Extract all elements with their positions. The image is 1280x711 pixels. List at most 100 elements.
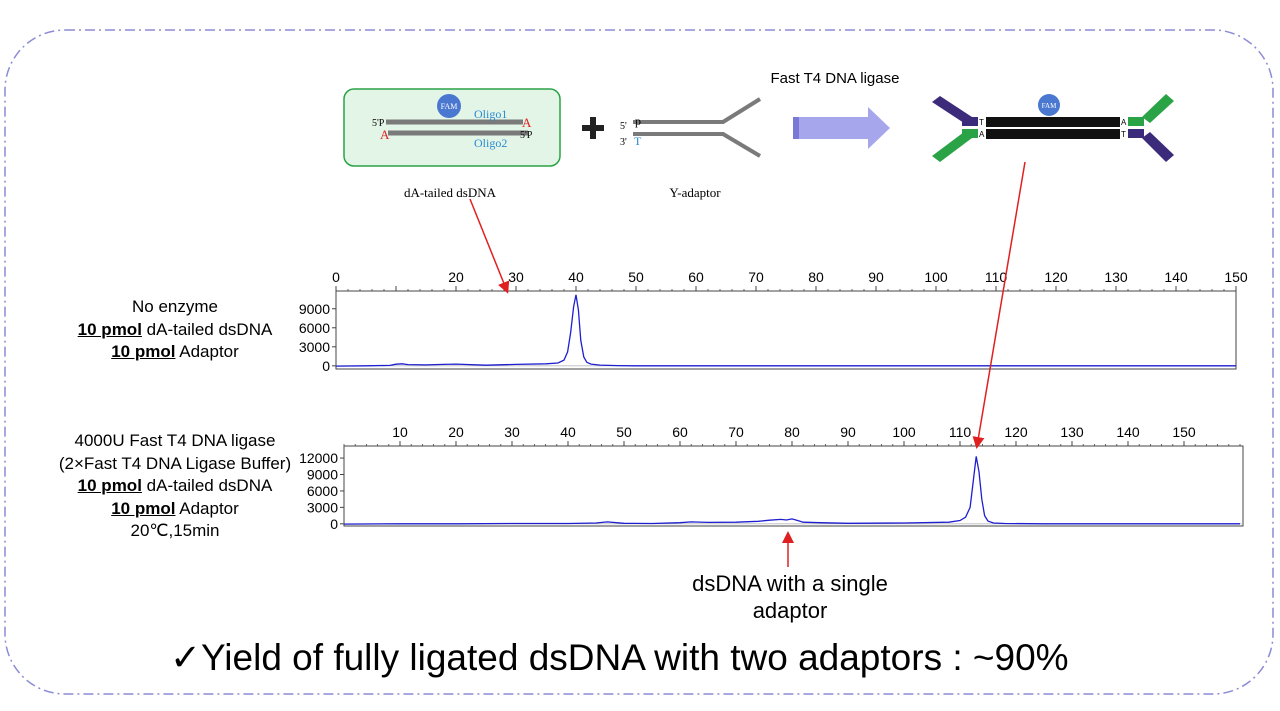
ligase-title: Fast T4 DNA ligase: [770, 70, 900, 87]
y-tick-label: 9000: [307, 466, 338, 482]
x-tick-label: 120: [1044, 269, 1068, 285]
condition-bottom-line5: 20℃,15min: [130, 521, 220, 540]
reaction-arrow-icon: [793, 107, 890, 149]
ligation-schematic: FAM Oligo1 Oligo2 5'P A A 5'P dA-tailed …: [343, 88, 1174, 200]
x-tick-label: 30: [504, 424, 520, 440]
condition-top: No enzyme 10 pmol dA-tailed dsDNA 10 pmo…: [40, 296, 310, 364]
product-a-right: A: [1121, 118, 1127, 127]
x-tick-label: 40: [568, 269, 584, 285]
product-bottom-strand: [986, 129, 1120, 139]
x-tick-label: 40: [560, 424, 576, 440]
condition-top-line1: No enzyme: [132, 297, 218, 316]
fam-marker: [437, 94, 461, 118]
y-tick-label: 0: [330, 516, 338, 532]
y-tick-label: 0: [322, 358, 330, 374]
y-tick-label: 12000: [299, 450, 338, 466]
product-top-strand: [986, 117, 1120, 127]
annotation-line1: dsDNA with a single: [692, 571, 888, 596]
dashed-border: [4, 29, 1274, 695]
condition-bottom-line4: 10 pmol Adaptor: [20, 498, 330, 521]
x-tick-label: 110: [985, 269, 1008, 285]
yadaptor-top-arm: [721, 97, 762, 124]
product-left-top-arm: [932, 96, 972, 123]
condition-top-line3: 10 pmol Adaptor: [40, 341, 310, 364]
product-left-bottom-stub: [962, 129, 978, 138]
condition-top-text1: dA-tailed dsDNA: [141, 319, 273, 339]
x-tick-label: 80: [808, 269, 824, 285]
x-tick-label: 90: [868, 269, 884, 285]
condition-bottom-amount1: 10 pmol: [77, 476, 142, 495]
x-tick-label: 80: [784, 424, 800, 440]
y-tick-label: 9000: [299, 301, 330, 317]
product-left-top-stub: [962, 117, 978, 126]
dsdna-5p-left: 5'P: [372, 118, 385, 129]
yadaptor-caption: Y-adaptor: [669, 185, 721, 200]
product-a-left: A: [979, 130, 985, 139]
x-tick-label: 50: [616, 424, 632, 440]
x-tick-label: 60: [688, 269, 704, 285]
x-tick-label: 20: [448, 424, 464, 440]
dsdna-box: [343, 88, 561, 167]
x-tick-label: 50: [628, 269, 644, 285]
condition-top-text2: Adaptor: [175, 342, 239, 361]
yadaptor-3prime: 3': [620, 137, 627, 148]
x-tick-label: 20: [448, 269, 464, 285]
condition-bottom-text1: dA-tailed dsDNA: [141, 476, 273, 495]
reaction-arrow-tail: [793, 117, 799, 139]
dsdna-5p-right: 5'P: [520, 130, 533, 141]
x-tick-label: 70: [728, 424, 744, 440]
x-tick-label: 150: [1224, 269, 1248, 285]
yadaptor-p: p: [635, 114, 641, 128]
x-tick-label: 140: [1116, 424, 1140, 440]
yadaptor-5prime: 5': [620, 121, 627, 132]
x-tick-label: 30: [508, 269, 524, 285]
x-tick-label: 100: [892, 424, 916, 440]
oligo2-label: Oligo2: [474, 136, 507, 150]
x-tick-label: 100: [924, 269, 948, 285]
x-tick-label: 150: [1172, 424, 1196, 440]
product-t-left: T: [979, 118, 984, 127]
dsdna-a-right: A: [522, 115, 532, 130]
condition-top-amount1: 10 pmol: [77, 319, 142, 339]
x-tick-label: 10: [392, 424, 408, 440]
product-fam-label: FAM: [1042, 102, 1057, 110]
trace-line: [335, 294, 1236, 367]
arrow-product-to-peak: [972, 161, 1026, 449]
arrow-dsdna-to-peak: [469, 198, 510, 294]
x-tick-label: 130: [1104, 269, 1128, 285]
y-tick-label: 3000: [307, 499, 338, 515]
condition-bottom-text2: Adaptor: [175, 498, 239, 518]
y-tick-label: 3000: [299, 339, 330, 355]
condition-bottom-line2: (2×Fast T4 DNA Ligase Buffer): [58, 453, 292, 473]
condition-bottom-amount2: 10 pmol: [111, 498, 176, 518]
product-right-bottom-arm: [1142, 132, 1174, 162]
y-tick-label: 6000: [299, 320, 330, 336]
single-adaptor-annotation: dsDNA with a single adaptor: [620, 570, 960, 624]
yield-conclusion: ✓Yield of fully ligated dsDNA with two a…: [170, 637, 1069, 678]
annotation-line2: adaptor: [752, 598, 828, 623]
product-right-top-arm: [1142, 94, 1174, 123]
x-tick-label: 70: [748, 269, 764, 285]
x-tick-label: 90: [840, 424, 856, 440]
x-tick-label: 110: [949, 424, 972, 440]
condition-top-line2: 10 pmol dA-tailed dsDNA: [40, 319, 310, 342]
product-right-bottom-stub: [1128, 129, 1144, 138]
plot-frame: [343, 445, 1244, 527]
condition-bottom-line3: 10 pmol dA-tailed dsDNA: [20, 475, 330, 498]
y-tick-label: 6000: [307, 483, 338, 499]
condition-bottom-line1: 4000U Fast T4 DNA ligase: [74, 431, 276, 450]
condition-top-amount2: 10 pmol: [111, 342, 176, 361]
fam-label: FAM: [441, 102, 458, 111]
oligo1-label: Oligo1: [474, 107, 507, 121]
product-right-top-stub: [1128, 117, 1144, 126]
product-fam-marker: [1038, 94, 1060, 116]
condition-bottom: 4000U Fast T4 DNA ligase (2×Fast T4 DNA …: [20, 430, 330, 543]
x-tick-label: 0: [332, 269, 340, 285]
dsdna-a-left: A: [380, 127, 390, 142]
trace-line: [343, 456, 1240, 525]
x-tick-label: 120: [1004, 424, 1028, 440]
x-tick-label: 140: [1164, 269, 1188, 285]
